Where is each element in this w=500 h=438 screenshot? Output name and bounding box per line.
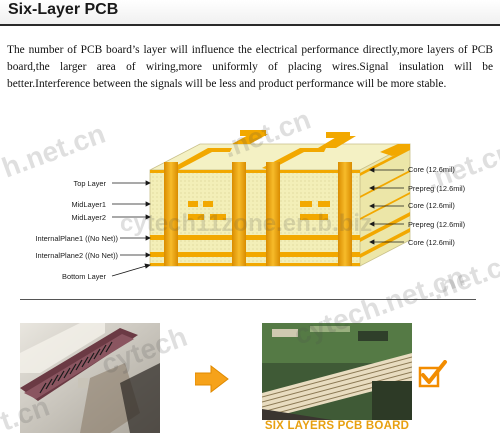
- internal-plane-1: [150, 235, 360, 240]
- via-2: [232, 162, 246, 266]
- label-prepreg-2: Prepreg (12.6mil): [408, 220, 465, 229]
- label-prepreg-1: Prepreg (12.6mil): [408, 184, 465, 193]
- pcb-board-photo: [262, 323, 412, 420]
- label-bottom-layer: Bottom Layer: [62, 272, 106, 281]
- label-midlayer1: MidLayer1: [71, 200, 106, 209]
- label-core-1: Core (12.6mil): [408, 165, 455, 174]
- pcb-caption: SIX LAYERS PCB BOARD: [264, 420, 410, 432]
- front-face: [149, 169, 361, 267]
- via-4: [338, 162, 352, 266]
- via-1: [164, 162, 178, 266]
- top-trace-5: [240, 130, 266, 136]
- top-trace-4: [318, 136, 356, 148]
- check-icon: [418, 360, 447, 388]
- six-layer-stackup-diagram: Top Layer MidLayer1 MidLayer2 InternalPl…: [35, 130, 465, 281]
- label-core-3: Core (12.6mil): [408, 238, 455, 247]
- top-trace-7: [380, 144, 410, 156]
- section-divider: [20, 299, 476, 300]
- page-title: Six-Layer PCB: [8, 1, 119, 18]
- internal-plane-2: [150, 252, 360, 257]
- top-trace-2: [232, 134, 268, 144]
- top-trace-1: [172, 148, 232, 170]
- header-underline: [0, 24, 500, 26]
- section-header: Six-Layer PCB: [0, 0, 500, 26]
- front-top-copper: [150, 170, 360, 173]
- via-3: [266, 162, 280, 266]
- arrow-icon: [195, 365, 229, 393]
- intro-paragraph: The number of PCB board’s layer will inf…: [7, 44, 493, 90]
- front-bottom-copper: [150, 263, 360, 266]
- label-internal-plane2: InternalPlane2 ((No Net)): [35, 251, 118, 260]
- label-core-2: Core (12.6mil): [408, 201, 455, 210]
- label-internal-plane1: InternalPlane1 ((No Net)): [35, 234, 118, 243]
- connector-photo: [20, 323, 160, 433]
- label-midlayer2: MidLayer2: [71, 213, 106, 222]
- top-trace-6: [326, 132, 350, 138]
- label-top-layer: Top Layer: [74, 179, 107, 188]
